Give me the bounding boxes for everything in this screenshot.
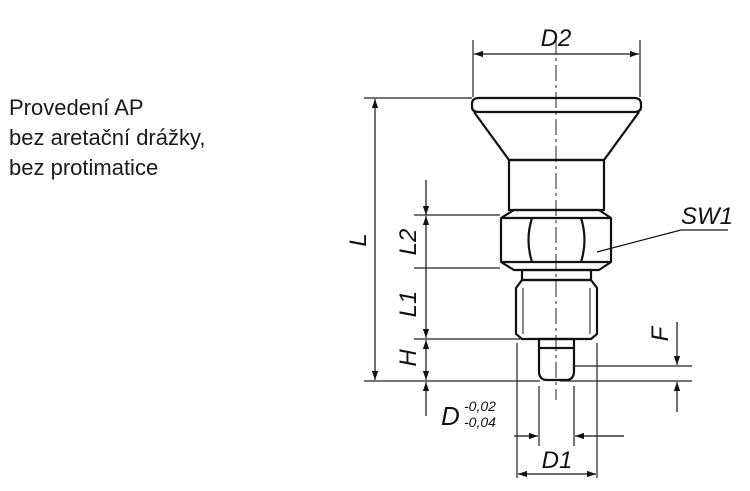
hex-body — [499, 208, 613, 272]
label-d: D — [441, 401, 460, 431]
threaded-shank — [514, 268, 599, 341]
plunger-pin — [537, 337, 576, 382]
label-d-tolerance-lower: -0,04 — [464, 414, 496, 430]
caption-line-1: Provedení AP — [9, 95, 144, 120]
variant-caption: Provedení AP bez aretační drážky, bez pr… — [9, 93, 205, 183]
label-l1: L1 — [395, 291, 422, 318]
label-f: F — [647, 325, 674, 341]
extension-lines — [364, 40, 692, 478]
label-h: H — [395, 349, 422, 367]
label-sw1: SW1 — [681, 203, 733, 230]
caption-line-3: bez protimatice — [9, 155, 159, 180]
dimension-lines — [371, 50, 681, 478]
sw1-leader-line — [596, 229, 728, 253]
label-l: L — [345, 233, 372, 246]
caption-line-2: bez aretační drážky, — [9, 125, 206, 150]
label-d2: D2 — [541, 25, 572, 52]
label-l2: L2 — [395, 229, 422, 256]
label-d1: D1 — [542, 447, 573, 474]
label-d-tolerance-upper: -0,02 — [464, 398, 496, 414]
